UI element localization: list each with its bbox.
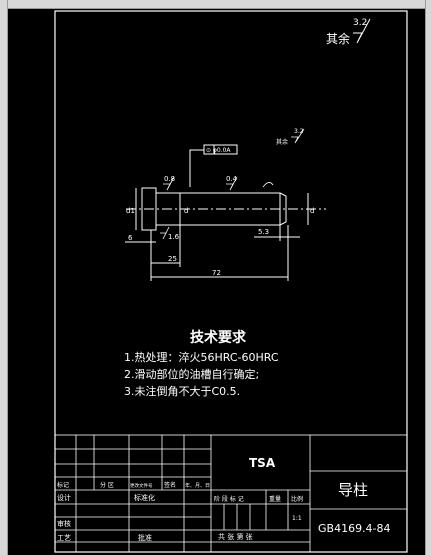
sheet-text: 共 张 第 张 <box>218 532 253 541</box>
small-roughness-icon <box>291 128 305 144</box>
tech-heading: 技术要求 <box>190 329 247 346</box>
dim-5-3: 5.3 <box>258 228 269 236</box>
global-roughness-value: 3.2 <box>353 18 367 28</box>
tech-item-2: 2.滑动部位的油槽自行确定; <box>124 367 259 381</box>
window-top-border <box>0 0 431 9</box>
rough-16: 1.6 <box>168 233 180 241</box>
row-label-zone: 分 区 <box>100 481 114 489</box>
dim-6: 6 <box>128 234 133 242</box>
scale-value: 1:1 <box>292 515 302 522</box>
part-name: 导柱 <box>338 481 368 499</box>
small-roughness-label: 其余 <box>276 138 288 146</box>
tech-item-1: 1.热处理：淬火56HRC-60HRC <box>124 350 279 364</box>
row-label-change: 更改文件号 <box>130 482 153 489</box>
row-label-mark: 标记 <box>57 481 69 489</box>
part-view: ⊙ φ0.0A d1 d d 0.8 <box>125 144 326 281</box>
scale-header: 比例 <box>291 495 303 503</box>
small-roughness: 其余 3.2 <box>276 128 305 146</box>
roughness-symbol-icon <box>353 18 371 44</box>
review-label: 审核 <box>57 519 71 528</box>
window-right-scrollbar[interactable] <box>425 0 431 555</box>
tech-requirements: 技术要求 1.热处理：淬火56HRC-60HRC 2.滑动部位的油槽自行确定; … <box>124 329 279 398</box>
dim-d-body: d <box>184 207 188 215</box>
title-block <box>54 434 408 553</box>
drawing-number: GB4169.4-84 <box>318 522 391 535</box>
design-label: 设计 <box>57 493 71 502</box>
tech-item-3: 3.未注倒角不大于C0.5. <box>124 384 240 398</box>
row-label-date: 年、月、日 <box>185 482 210 489</box>
row-label-sign: 签名 <box>164 481 176 489</box>
rough-08: 0.8 <box>164 175 175 183</box>
part-tip <box>279 192 287 226</box>
process-label: 工艺 <box>57 534 71 542</box>
dim-d-tip: d <box>310 207 314 215</box>
drawing-canvas[interactable]: 其余 3.2 其余 3.2 ⊙ φ0.0A <box>8 9 425 555</box>
dim-72: 72 <box>212 269 221 277</box>
dim-25: 25 <box>168 255 177 263</box>
window-left-border <box>0 0 8 555</box>
tolerance-text: ⊙ φ0.0A <box>206 147 231 154</box>
title-block-text: TSA 导柱 GB4169.4-84 标记 分 区 更改文件号 签名 年、月、日… <box>57 456 391 542</box>
global-roughness-label: 其余 <box>326 31 350 46</box>
stage-header: 阶 段 标 记 <box>214 495 244 503</box>
weight-header: 重量 <box>269 495 281 503</box>
rough-04: 0.4 <box>226 175 238 183</box>
drawing-sheet: 其余 3.2 其余 3.2 ⊙ φ0.0A <box>54 10 408 553</box>
global-roughness: 其余 3.2 <box>326 18 371 46</box>
approve-label: 批准 <box>138 533 152 542</box>
logo-text: TSA <box>249 456 276 470</box>
standardization-label: 标准化 <box>134 493 155 502</box>
small-roughness-value: 3.2 <box>294 128 304 135</box>
dim-d1: d1 <box>126 207 135 215</box>
